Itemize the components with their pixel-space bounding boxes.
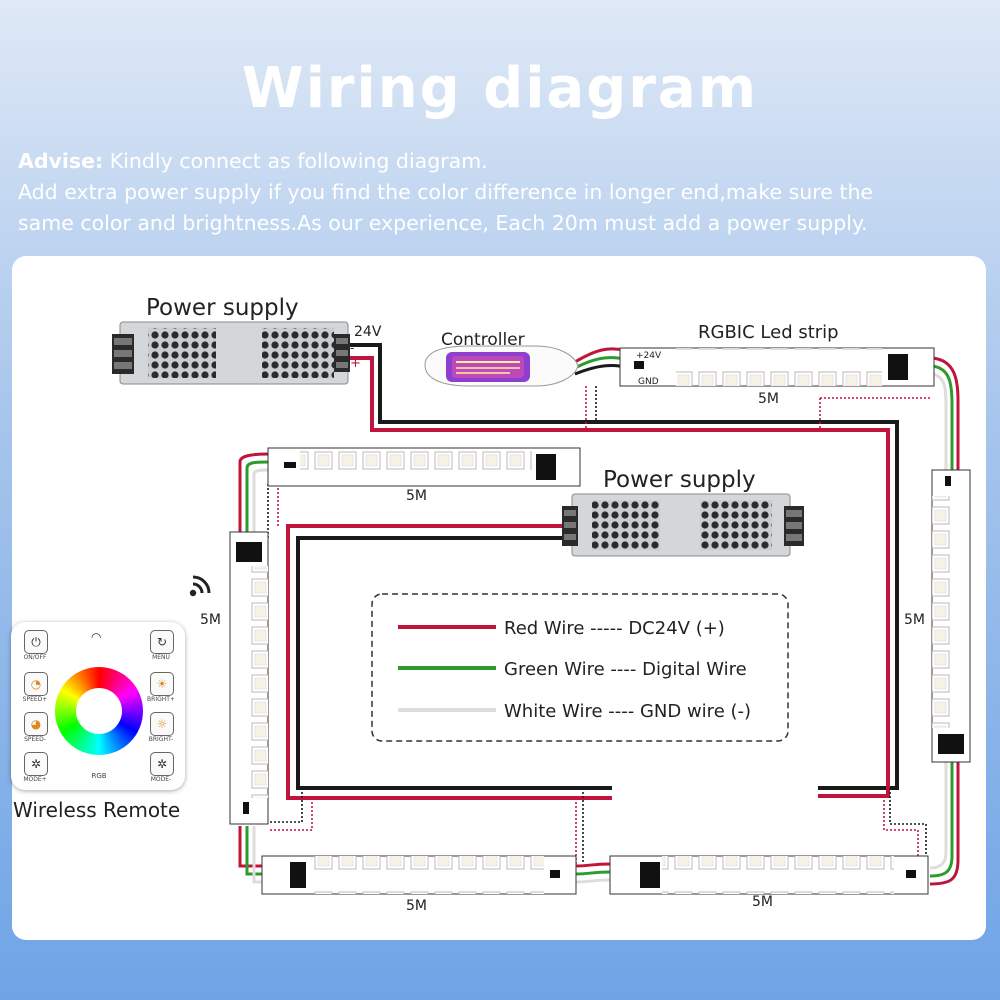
legend-red-text: Red Wire ----- DC24V (+)	[504, 618, 725, 639]
led-strip-top	[619, 347, 935, 387]
segment-upper-length: 5M	[406, 488, 427, 504]
bright-up-icon: ☀	[150, 672, 174, 696]
page-title: Wiring diagram	[241, 56, 759, 121]
led-strip-right	[931, 469, 971, 763]
power-supply-1-label: Power supply	[146, 295, 299, 321]
bright-up-label: BRIGHT+	[147, 696, 175, 703]
voltage-label: 24V	[354, 324, 382, 340]
pin-gnd-label: GND	[638, 377, 659, 387]
speed-down-label: SPEED-	[24, 736, 46, 743]
mode-down-icon: ✲	[150, 752, 174, 776]
mode-up-label: MODE+	[23, 776, 47, 783]
advise-prefix: Advise:	[18, 149, 104, 173]
plus-label: +	[350, 356, 361, 371]
segment-top-length: 5M	[758, 391, 779, 407]
advise-text: Advise: Kindly connect as following diag…	[18, 146, 993, 239]
rgb-label: RGB	[91, 772, 107, 780]
legend-white-text: White Wire ---- GND wire (-)	[504, 701, 751, 722]
segment-bottom-left-length: 5M	[406, 898, 427, 914]
led-strip-upper	[267, 447, 581, 487]
second-supply-wires	[286, 524, 612, 800]
power-supply-middle	[562, 493, 804, 557]
wireless-remote-label: Wireless Remote	[13, 798, 181, 822]
speed-down-icon: ◕	[24, 712, 48, 736]
main-power-wires	[347, 343, 899, 798]
controller-device	[424, 345, 579, 387]
pin-24v-label: +24V	[636, 351, 662, 361]
menu-button-icon: ↻	[150, 630, 174, 654]
power-supply-top	[112, 321, 350, 385]
bright-down-icon: ☼	[150, 712, 174, 736]
minus-label: -	[350, 341, 354, 355]
wireless-signal-icon	[189, 575, 211, 597]
advise-line-3: same color and brightness.As our experie…	[18, 211, 868, 235]
led-strip-bottom-right	[609, 855, 929, 895]
power-button-icon: ⏻	[24, 630, 48, 654]
advise-line-2: Add extra power supply if you find the c…	[18, 180, 874, 204]
legend-green-text: Green Wire ---- Digital Wire	[504, 659, 747, 680]
power-supply-2-label: Power supply	[603, 467, 756, 493]
onoff-label: ON/OFF	[23, 654, 47, 661]
dotted-taps	[262, 386, 932, 864]
segment-left-length: 5M	[200, 612, 221, 628]
menu-label: MENU	[152, 654, 170, 661]
legend-box	[371, 593, 789, 742]
mode-up-icon: ✲	[24, 752, 48, 776]
mode-down-label: MODE-	[150, 776, 172, 783]
segment-right-length: 5M	[904, 612, 925, 628]
strip-title: RGBIC Led strip	[698, 322, 839, 343]
controller-label: Controller	[441, 330, 525, 350]
advise-line-1: Kindly connect as following diagram.	[109, 149, 488, 173]
speed-up-label: SPEED+	[22, 696, 48, 703]
bright-down-label: BRIGHT-	[148, 736, 174, 743]
segment-bottom-right-length: 5M	[752, 894, 773, 910]
wifi-icon: ◠	[91, 630, 102, 644]
color-wheel-center	[76, 688, 122, 734]
led-strip-bottom-left	[261, 855, 577, 895]
led-strip-left	[229, 531, 269, 825]
wireless-remote: ⏻ ON/OFF ◠ ↻ MENU ◔ SPEED+ ☀ BRIGHT+ ◕ S…	[11, 622, 185, 790]
speed-up-icon: ◔	[24, 672, 48, 696]
